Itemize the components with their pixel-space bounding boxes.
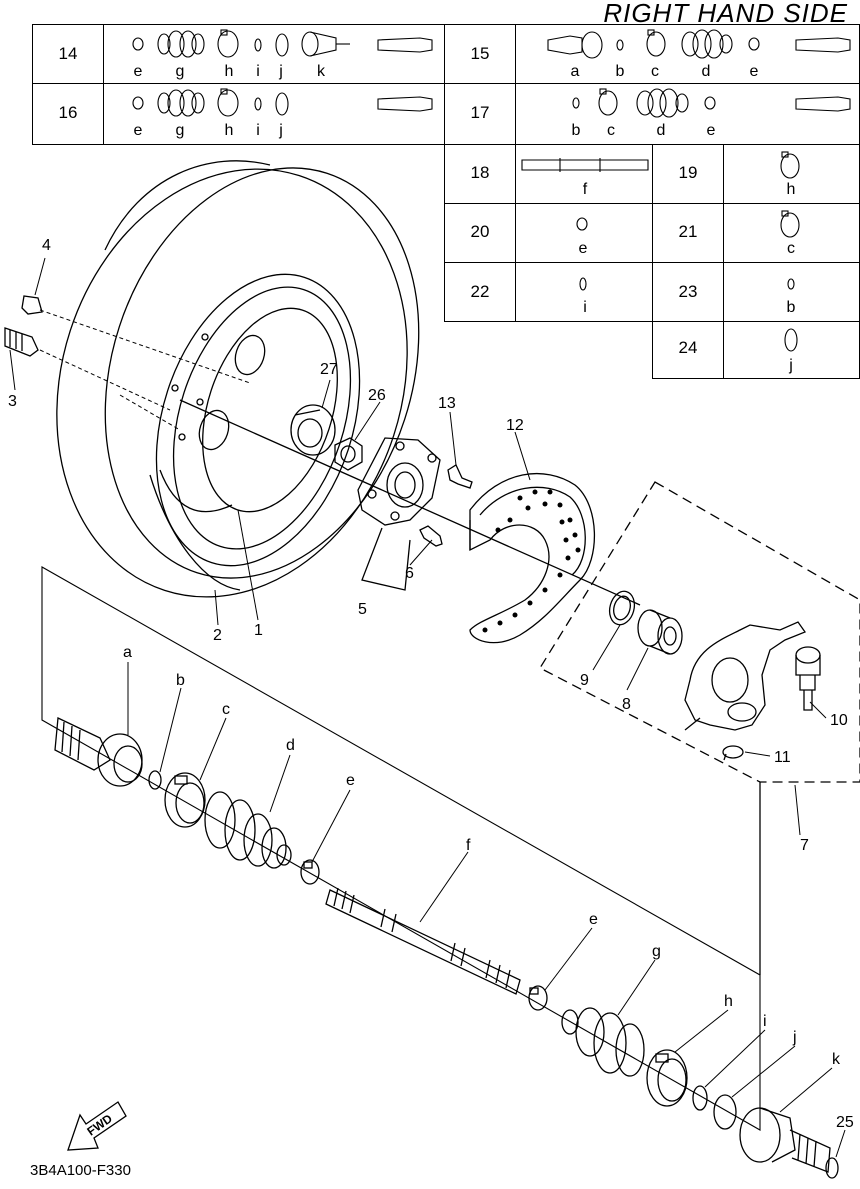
callout-10: 10 xyxy=(830,712,848,729)
wheel-bearing xyxy=(637,609,683,655)
valve-cap xyxy=(21,295,43,315)
wheel-hub xyxy=(357,437,441,526)
bolt xyxy=(419,464,473,547)
circlip xyxy=(608,590,636,626)
callout-e: e xyxy=(346,772,355,789)
kit-part-letter: c xyxy=(607,122,615,139)
diagram-code: 3B4A100-F330 xyxy=(30,1162,131,1179)
kit-part-letter: g xyxy=(175,122,185,139)
kit-part-letter: d xyxy=(701,63,711,80)
kit-part-letter: i xyxy=(256,63,260,80)
boot-band-c xyxy=(164,772,206,828)
kit-part-letter: a xyxy=(570,63,580,80)
callout-f: f xyxy=(466,837,471,854)
kit-part-letter: e xyxy=(133,122,143,139)
callout-7: 7 xyxy=(800,837,809,854)
boot-g xyxy=(561,1007,645,1077)
kit-part-letter: j xyxy=(789,357,793,374)
callout-2: 2 xyxy=(213,627,222,644)
kit-part-letter: d xyxy=(656,122,666,139)
clip-j xyxy=(713,1094,737,1130)
valve-stem xyxy=(4,327,39,357)
kit-number: 22 xyxy=(470,282,490,301)
callout-g: g xyxy=(652,943,661,960)
kit-part-letter: j xyxy=(279,63,283,80)
brake-disc xyxy=(469,473,596,644)
callout-3: 3 xyxy=(8,393,17,410)
kit-number: 24 xyxy=(678,338,698,357)
outer-cv-joint xyxy=(54,717,143,787)
callout-a: a xyxy=(123,644,132,661)
kit-part-letter: i xyxy=(583,299,587,316)
callout-12: 12 xyxy=(506,417,524,434)
callout-26: 26 xyxy=(368,387,386,404)
callout-25: 25 xyxy=(836,1114,854,1131)
kit-thumbnails xyxy=(132,29,851,352)
kit-part-letter: b xyxy=(571,122,581,139)
kit-part-letter: i xyxy=(256,122,260,139)
callout-i: i xyxy=(763,1013,767,1030)
steering-knuckle xyxy=(684,621,807,731)
kit-part-letter: c xyxy=(787,240,795,257)
kit-part-letter: j xyxy=(279,122,283,139)
callout-9: 9 xyxy=(580,672,589,689)
kit-table: 14 15 16 17 18 19 20 21 22 23 24 e g h i… xyxy=(0,0,860,390)
tire xyxy=(56,160,420,598)
boot-band-e-2 xyxy=(528,985,548,1011)
boot-band-e xyxy=(300,859,320,885)
kit-part-letter: b xyxy=(786,299,796,316)
callout-d: d xyxy=(286,737,295,754)
callout-e-2: e xyxy=(589,911,598,928)
kit-number: 17 xyxy=(470,103,490,122)
axle-nut xyxy=(334,437,363,471)
callout-5: 5 xyxy=(358,601,367,618)
callout-k: k xyxy=(832,1051,840,1068)
kit-number: 18 xyxy=(470,163,490,182)
kit-part-letter: h xyxy=(786,181,796,198)
callout-11: 11 xyxy=(774,749,791,766)
kit-number: 23 xyxy=(678,282,698,301)
kit-part-letter: e xyxy=(133,63,143,80)
circlip-25 xyxy=(825,1157,839,1179)
callout-j: j xyxy=(793,1029,797,1046)
callout-8: 8 xyxy=(622,696,631,713)
kit-part-letter: f xyxy=(582,181,588,198)
page-title: RIGHT HAND SIDE xyxy=(603,0,848,28)
kit-part-letter: b xyxy=(615,63,625,80)
kit-number: 19 xyxy=(678,163,698,182)
collar xyxy=(290,404,336,456)
kit-number: 15 xyxy=(470,44,490,63)
fwd-arrow-icon xyxy=(67,1101,127,1151)
boot-band-h xyxy=(646,1049,688,1107)
callout-c: c xyxy=(222,701,230,718)
circlip-b xyxy=(148,770,162,790)
callout-h: h xyxy=(724,993,733,1010)
callout-4: 4 xyxy=(42,237,51,254)
cotter-ring xyxy=(722,745,744,761)
kit-part-letter: h xyxy=(224,63,234,80)
kit-part-letter: k xyxy=(317,63,325,80)
kit-number: 16 xyxy=(58,103,78,122)
kit-part-letter: e xyxy=(578,240,588,257)
ball-joint xyxy=(795,646,821,711)
callout-13: 13 xyxy=(438,395,456,412)
kit-part-letter: g xyxy=(175,63,185,80)
kit-part-letter: e xyxy=(749,63,759,80)
kit-part-letter: h xyxy=(224,122,234,139)
callout-27: 27 xyxy=(320,361,338,378)
drive-shaft xyxy=(325,887,521,995)
kit-number: 20 xyxy=(470,222,490,241)
callout-6: 6 xyxy=(405,565,414,582)
kit-part-letter: e xyxy=(706,122,716,139)
ring-i xyxy=(692,1085,708,1111)
kit-part-letter: c xyxy=(651,63,659,80)
callout-1: 1 xyxy=(254,622,263,639)
boot-d xyxy=(204,791,292,869)
inner-cv-joint xyxy=(739,1107,831,1173)
kit-number: 21 xyxy=(678,222,698,241)
kit-number: 14 xyxy=(58,44,78,63)
callout-b: b xyxy=(176,672,185,689)
